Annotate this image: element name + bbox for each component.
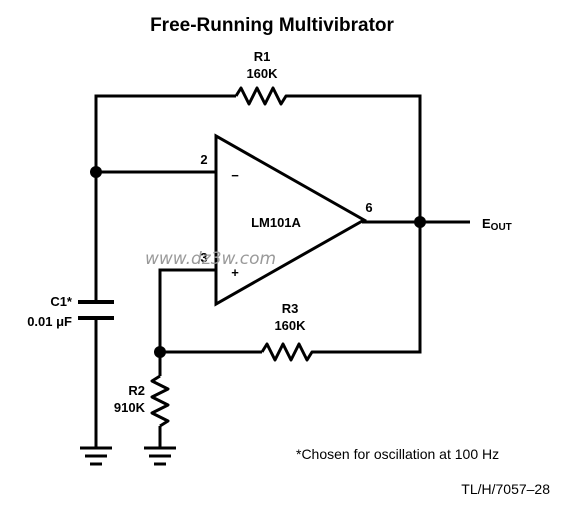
r3-value: 160K bbox=[274, 318, 306, 333]
wire-r1-right bbox=[290, 94, 422, 222]
figure-id: TL/H/7057–28 bbox=[461, 481, 550, 497]
r1-resistor-icon bbox=[234, 86, 290, 106]
c1-value: 0.01 μF bbox=[27, 314, 72, 329]
wire-r3-right bbox=[316, 222, 422, 354]
diagram-title: Free-Running Multivibrator bbox=[150, 15, 394, 36]
pin-3-label: 3 bbox=[200, 250, 207, 265]
r3-resistor-icon bbox=[260, 342, 316, 362]
wire-noninverting-input bbox=[158, 268, 216, 376]
c1-capacitor-icon bbox=[78, 300, 114, 320]
plus-sign: + bbox=[231, 265, 239, 280]
wires bbox=[94, 94, 470, 448]
r1-name: R1 bbox=[254, 49, 271, 64]
ground-icon-r2 bbox=[144, 446, 176, 466]
minus-sign: − bbox=[231, 168, 239, 183]
watermark-text: www.dz3w.com bbox=[145, 249, 276, 269]
output-label: EOUT bbox=[482, 216, 512, 233]
wire-r1-left bbox=[94, 94, 236, 172]
r3-name: R3 bbox=[282, 301, 299, 316]
r1-value: 160K bbox=[246, 66, 278, 81]
r2-name: R2 bbox=[128, 383, 145, 398]
junction-dot-noninverting bbox=[154, 346, 166, 358]
c1-name: C1* bbox=[50, 294, 73, 309]
junction-dot-inverting bbox=[90, 166, 102, 178]
footnote: *Chosen for oscillation at 100 Hz bbox=[296, 446, 499, 462]
r2-resistor-icon bbox=[150, 374, 170, 428]
opamp-icon bbox=[214, 133, 368, 307]
pin-6-label: 6 bbox=[365, 200, 372, 215]
junction-dot-output bbox=[414, 216, 426, 228]
pin-2-label: 2 bbox=[200, 152, 207, 167]
opamp-label: LM101A bbox=[251, 215, 301, 230]
ground-icon-c1 bbox=[80, 446, 112, 466]
r2-value: 910K bbox=[114, 400, 146, 415]
